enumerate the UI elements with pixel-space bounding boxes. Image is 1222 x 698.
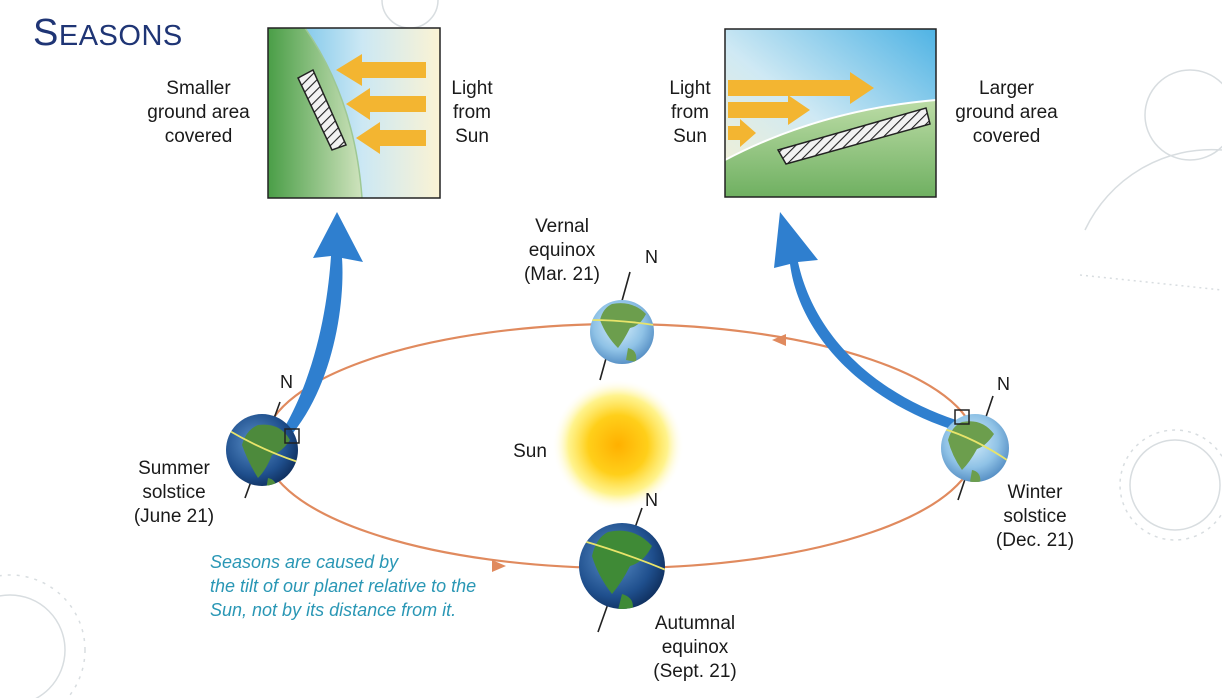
winter-north-marker: N xyxy=(997,374,1010,394)
autumnal-earth-icon xyxy=(579,507,665,633)
summer-earth-icon xyxy=(226,401,300,499)
autumnal-north-marker: N xyxy=(645,490,658,510)
smaller-ground-area-hatch xyxy=(297,68,348,151)
winter-solstice-label: Winter solstice (Dec. 21) xyxy=(995,482,1075,551)
smaller-ground-area-label: Smaller ground area covered xyxy=(147,78,250,147)
summer-callout-arrow xyxy=(283,212,363,433)
winter-earth-icon xyxy=(941,395,1009,501)
title-initial: S xyxy=(33,12,59,54)
diagram-caption: Seasons are caused by the tilt of our pl… xyxy=(210,552,477,620)
summer-solstice-label: Summer solstice (June 21) xyxy=(133,458,215,527)
autumnal-equinox-label: Autumnal equinox (Sept. 21) xyxy=(653,613,737,682)
vernal-equinox-label: Vernal equinox (Mar. 21) xyxy=(523,216,601,285)
right-inset-panel xyxy=(725,29,936,197)
vernal-north-marker: N xyxy=(645,247,658,267)
right-light-arrows xyxy=(728,72,874,147)
title-rest: EASONS xyxy=(58,20,183,52)
left-inset-panel xyxy=(268,28,440,198)
vernal-earth-icon xyxy=(590,271,654,381)
orbit-direction-arrow-bottom xyxy=(492,560,506,572)
sun-label: Sun xyxy=(513,441,547,462)
page-title: SEASONS xyxy=(33,12,183,55)
left-light-from-sun-label: Light from Sun xyxy=(451,78,493,147)
orbit-direction-arrow-top xyxy=(772,334,786,346)
right-light-from-sun-label: Light from Sun xyxy=(669,78,711,147)
larger-ground-area-hatch xyxy=(776,107,931,165)
larger-ground-area-label: Larger ground area covered xyxy=(955,78,1058,147)
sun-icon xyxy=(552,379,684,511)
left-light-arrows xyxy=(336,54,426,154)
winter-callout-arrow xyxy=(774,212,960,432)
summer-north-marker: N xyxy=(280,372,293,392)
